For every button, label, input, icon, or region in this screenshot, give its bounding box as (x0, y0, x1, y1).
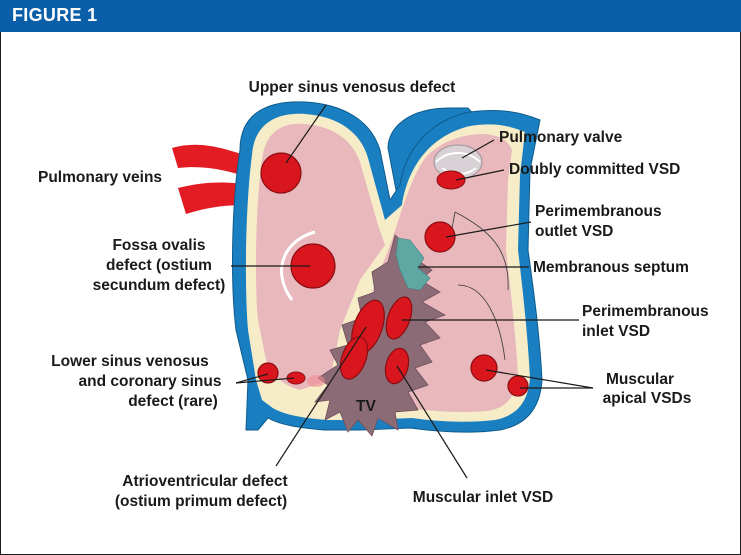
label-muscular-apical-1: Muscular (606, 371, 674, 388)
label-upper-sinus: Upper sinus venosus defect (249, 79, 456, 96)
label-lower-sinus-3: defect (rare) (128, 393, 218, 410)
label-lower-sinus-1: Lower sinus venosus (51, 353, 209, 370)
label-perimem-outlet-1: Perimembranous (535, 203, 662, 220)
label-fossa-3: secundum defect) (93, 277, 226, 294)
label-muscular-inlet: Muscular inlet VSD (413, 489, 553, 506)
label-lower-sinus-2: and coronary sinus (79, 373, 222, 390)
label-perimem-outlet-2: outlet VSD (535, 223, 613, 240)
label-membranous-septum: Membranous septum (533, 259, 689, 276)
label-tv: TV (356, 398, 376, 415)
muscular-apical-defect-1 (471, 355, 497, 381)
label-pulmonary-valve: Pulmonary valve (499, 129, 623, 146)
label-fossa-2: defect (ostium (106, 257, 212, 274)
label-perimem-inlet-2: inlet VSD (582, 323, 650, 340)
label-muscular-apical-2: apical VSDs (603, 390, 692, 407)
perimembranous-outlet-defect (425, 222, 455, 252)
upper-sinus-defect (261, 153, 301, 193)
doubly-committed-defect (437, 171, 465, 189)
muscular-apical-defect-2 (508, 376, 528, 396)
label-doubly-committed: Doubly committed VSD (509, 161, 680, 178)
label-perimem-inlet-1: Perimembranous (582, 303, 709, 320)
label-pulmonary-veins: Pulmonary veins (38, 169, 162, 186)
label-av-defect-1: Atrioventricular defect (122, 473, 287, 490)
coronary-sinus-shadow (307, 375, 325, 387)
label-av-defect-2: (ostium primum defect) (115, 493, 287, 510)
label-fossa-1: Fossa ovalis (112, 237, 205, 254)
